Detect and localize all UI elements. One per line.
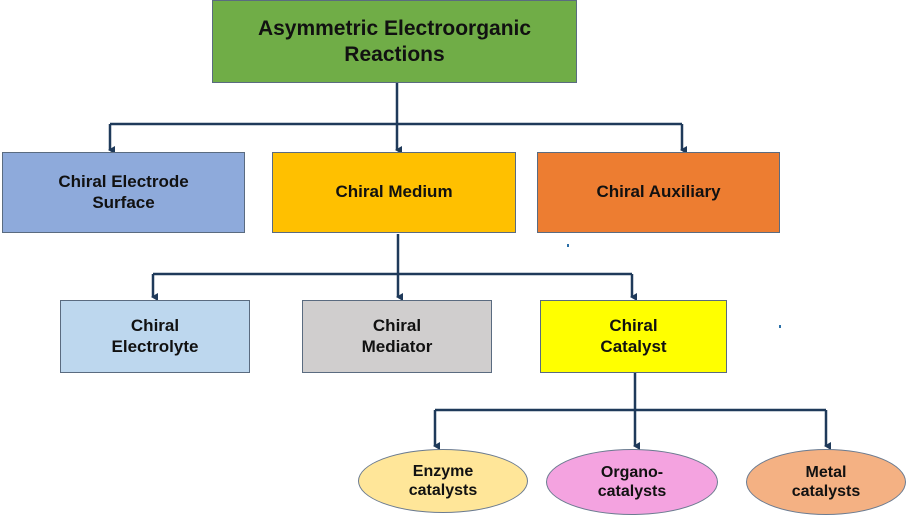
node-enzyme-catalysts-label: Enzyme catalysts: [408, 462, 478, 499]
node-chiral-electrolyte-label: Chiral Electrolyte: [111, 316, 199, 356]
node-chiral-medium: Chiral Medium: [272, 152, 516, 233]
node-root: Asymmetric Electroorganic Reactions: [212, 0, 577, 83]
node-chiral-electrode-surface: Chiral Electrode Surface: [2, 152, 245, 233]
stray-mark: [567, 244, 569, 247]
node-organo-catalysts-label: Organo- catalysts: [597, 463, 667, 500]
node-chiral-medium-label: Chiral Medium: [335, 182, 453, 202]
node-enzyme-catalysts: Enzyme catalysts: [358, 449, 528, 513]
node-chiral-catalyst-label: Chiral Catalyst: [600, 316, 667, 356]
node-chiral-electrolyte: Chiral Electrolyte: [60, 300, 250, 373]
node-chiral-auxiliary-label: Chiral Auxiliary: [596, 182, 721, 202]
node-organo-catalysts: Organo- catalysts: [546, 449, 718, 515]
node-chiral-auxiliary: Chiral Auxiliary: [537, 152, 780, 233]
stray-mark: [779, 325, 781, 328]
node-root-label: Asymmetric Electroorganic Reactions: [257, 17, 532, 66]
node-metal-catalysts: Metal catalysts: [746, 449, 906, 515]
node-chiral-mediator-label: Chiral Mediator: [361, 316, 433, 356]
node-chiral-mediator: Chiral Mediator: [302, 300, 492, 373]
node-metal-catalysts-label: Metal catalysts: [791, 463, 861, 500]
node-chiral-catalyst: Chiral Catalyst: [540, 300, 727, 373]
node-chiral-electrode-surface-label: Chiral Electrode Surface: [58, 172, 189, 212]
